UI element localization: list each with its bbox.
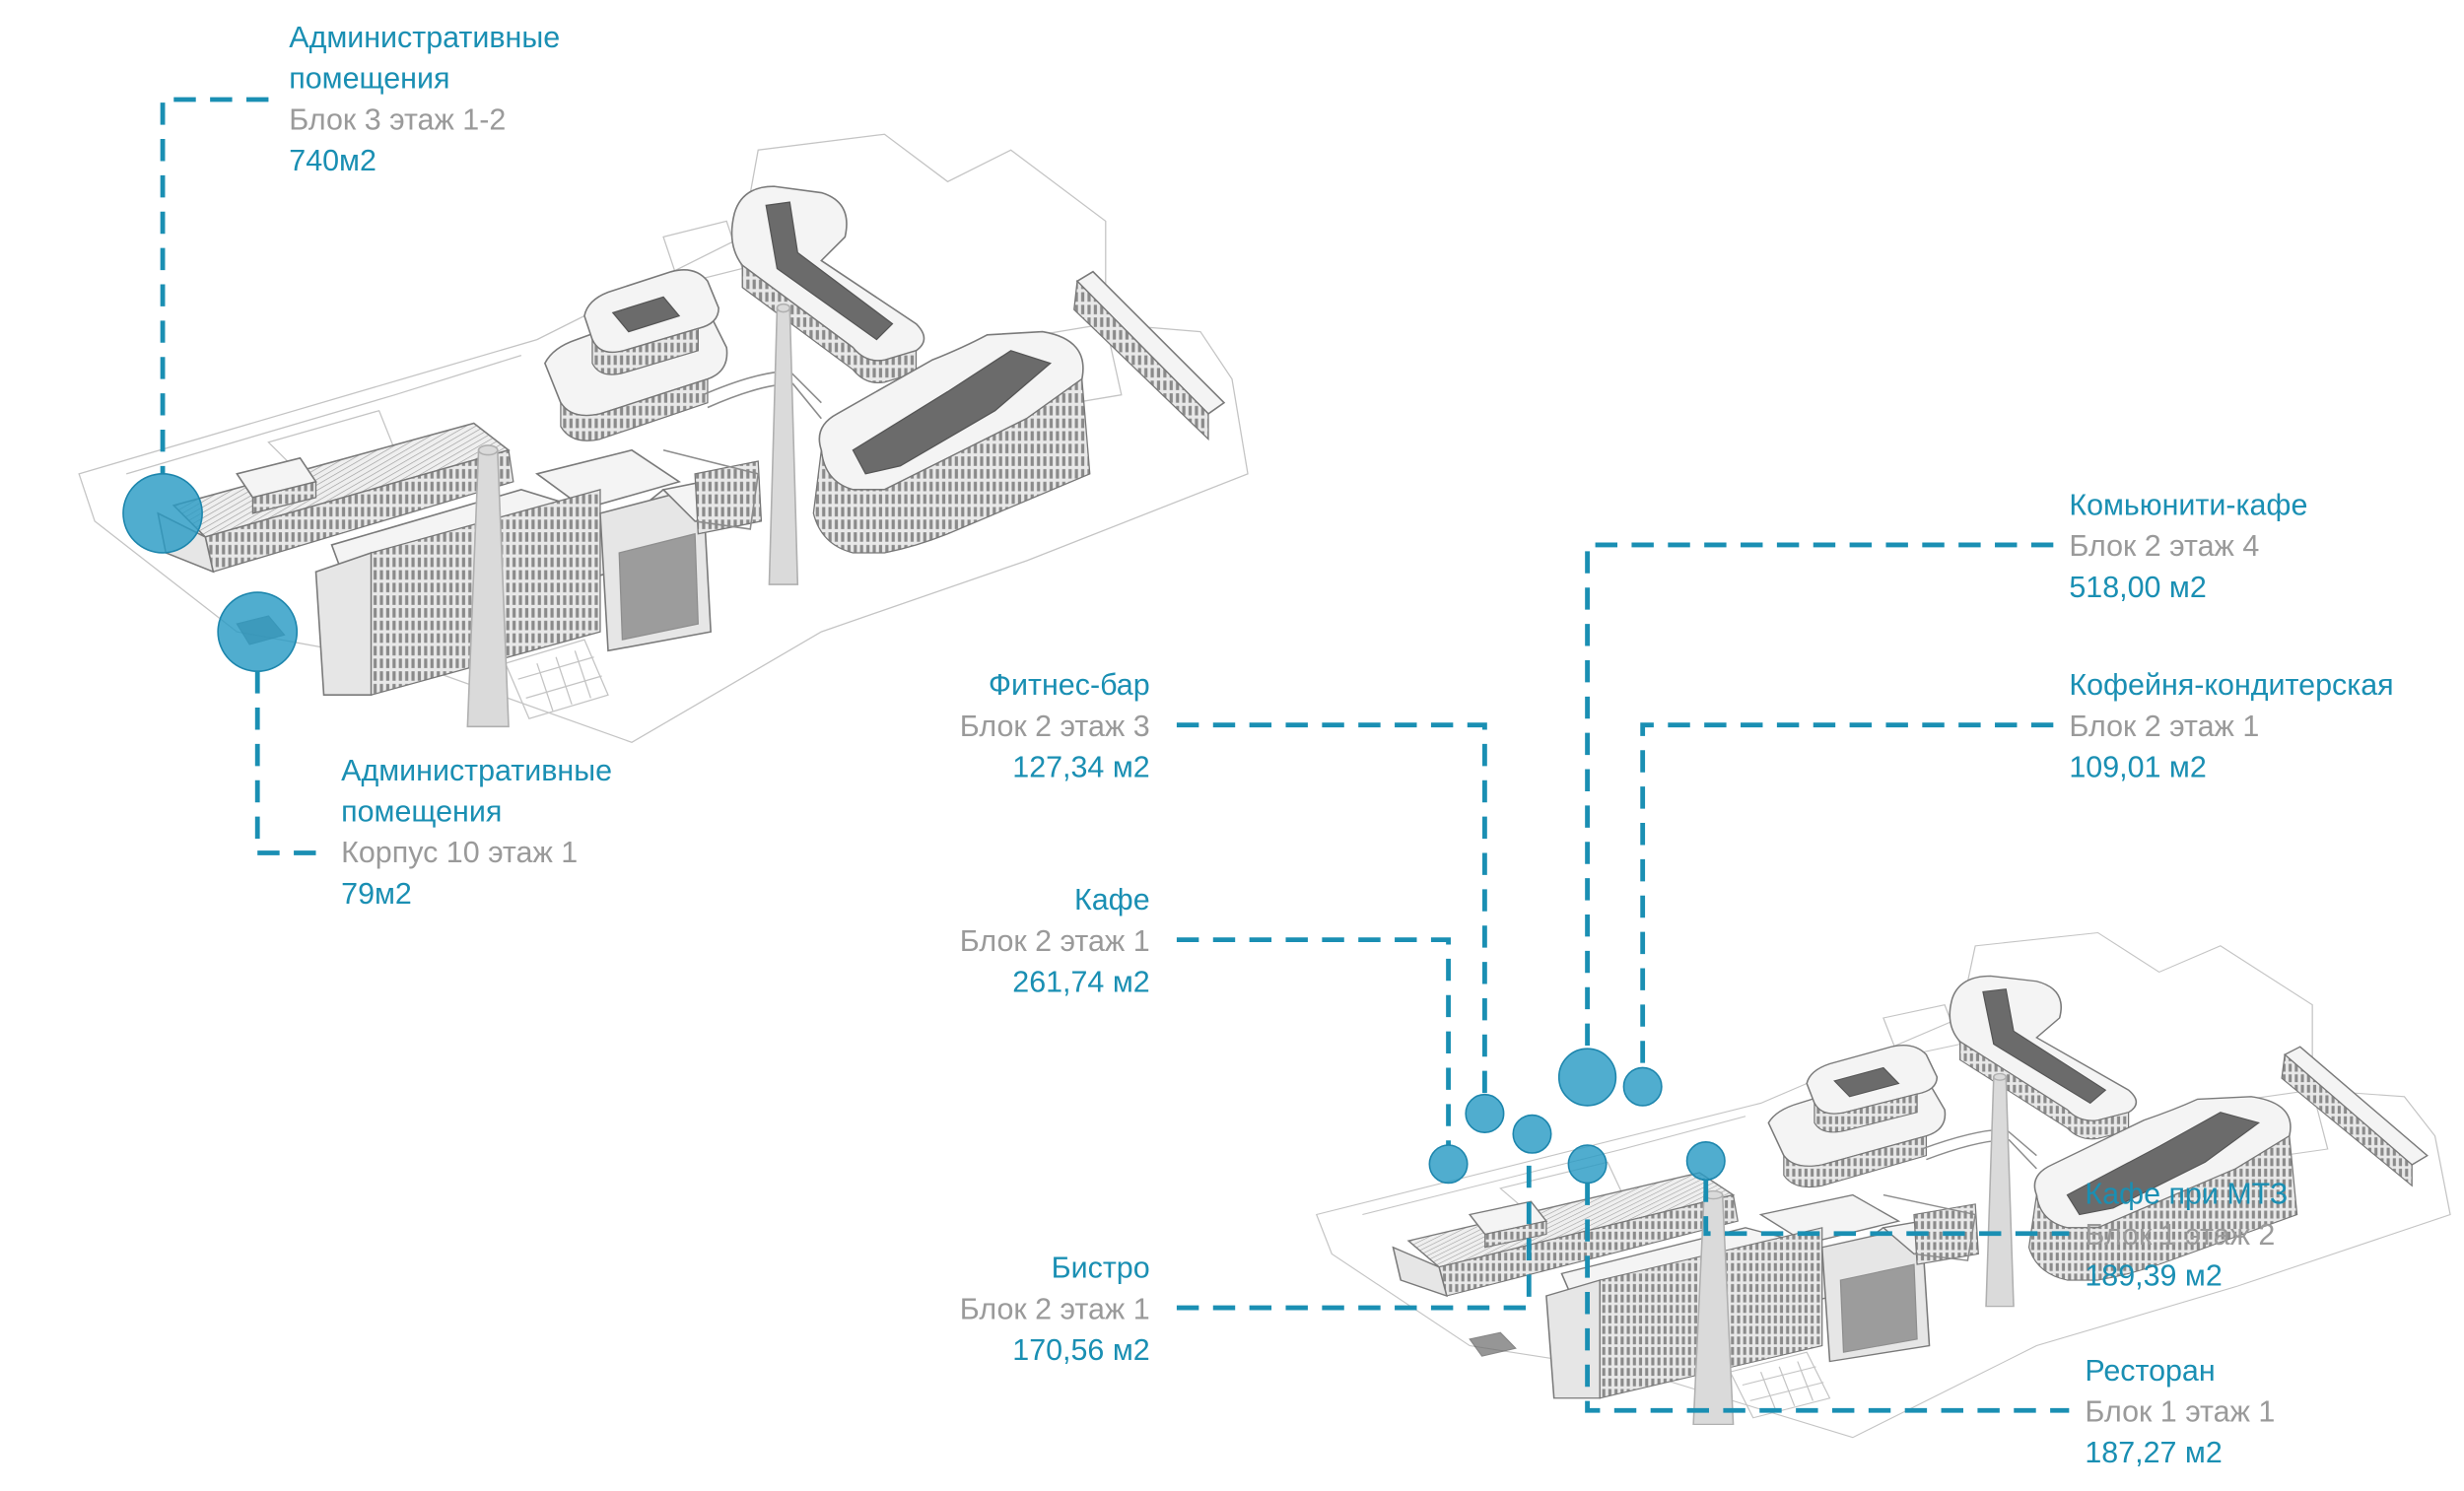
callout-title: Кафе при МТЗ xyxy=(2085,1177,2288,1210)
callout-title: Кофейня-кондитерская xyxy=(2069,668,2393,702)
callout-title: Бистро xyxy=(1052,1252,1150,1285)
callout-area: 79м2 xyxy=(341,877,412,911)
leader-line xyxy=(1176,1153,1532,1311)
callout-area: 109,01 м2 xyxy=(2069,751,2206,784)
callout-area: 170,56 м2 xyxy=(1012,1333,1149,1367)
callout-title: Фитнес-бар xyxy=(989,668,1150,702)
callout-location: Блок 1 этаж 2 xyxy=(2085,1218,2275,1252)
location-marker[interactable] xyxy=(1512,1114,1552,1154)
callout-title: Комьюнити-кафе xyxy=(2069,488,2307,521)
callout-location: Корпус 10 этаж 1 xyxy=(341,836,578,869)
location-marker[interactable] xyxy=(1465,1093,1505,1133)
callout-cafe-mtz[interactable]: Кафе при МТЗ Блок 1 этаж 2 189,39 м2 xyxy=(1685,1140,2289,1293)
callout-fitness-bar[interactable]: Фитнес-бар Блок 2 этаж 3 127,34 м2 xyxy=(960,668,1505,1133)
callout-title: помещения xyxy=(341,794,502,828)
location-marker[interactable] xyxy=(122,473,203,554)
callout-location: Блок 2 этаж 1 xyxy=(960,1292,1150,1325)
leader-line xyxy=(160,97,269,474)
leader-line xyxy=(1176,722,1487,1095)
callout-area: 189,39 м2 xyxy=(2085,1259,2222,1293)
callout-area: 518,00 м2 xyxy=(2069,571,2206,604)
callout-location: Блок 2 этаж 3 xyxy=(960,710,1150,743)
callout-community-cafe[interactable]: Комьюнити-кафе Блок 2 этаж 4 518,00 м2 xyxy=(1557,488,2308,1107)
location-marker[interactable] xyxy=(217,591,299,672)
callout-title: Административные xyxy=(289,21,560,54)
callout-area: 187,27 м2 xyxy=(2085,1436,2222,1469)
callout-title: Административные xyxy=(341,754,612,787)
location-marker[interactable] xyxy=(1685,1140,1726,1182)
callout-location: Блок 3 этаж 1-2 xyxy=(289,102,506,136)
location-marker[interactable] xyxy=(1557,1048,1617,1107)
leader-line xyxy=(1585,542,2054,1050)
callout-admin-block3[interactable]: Административные помещения Блок 3 этаж 1… xyxy=(122,21,560,554)
location-marker[interactable] xyxy=(1622,1066,1663,1107)
callout-cafe[interactable]: Кафе Блок 2 этаж 1 261,74 м2 xyxy=(960,883,1469,1185)
leader-line xyxy=(1176,937,1451,1145)
location-marker[interactable] xyxy=(1428,1144,1469,1185)
location-marker[interactable] xyxy=(1567,1144,1608,1185)
callout-bistro[interactable]: Бистро Блок 2 этаж 1 170,56 м2 xyxy=(960,1114,1552,1367)
callout-title: Кафе xyxy=(1074,883,1150,916)
callout-location: Блок 1 этаж 1 xyxy=(2085,1394,2275,1428)
callout-coffee-confectionery[interactable]: Кофейня-кондитерская Блок 2 этаж 1 109,0… xyxy=(1622,668,2394,1107)
callout-restaurant[interactable]: Ресторан Блок 1 этаж 1 187,27 м2 xyxy=(1567,1144,2275,1469)
callout-area: 127,34 м2 xyxy=(1012,751,1149,784)
callout-title: Ресторан xyxy=(2085,1354,2215,1388)
callout-admin-korpus10[interactable]: Административные помещения Корпус 10 эта… xyxy=(217,591,612,911)
callout-area: 261,74 м2 xyxy=(1012,966,1149,999)
callout-location: Блок 2 этаж 4 xyxy=(2069,529,2259,563)
leader-line xyxy=(1703,1180,2070,1237)
callout-location: Блок 2 этаж 1 xyxy=(960,924,1150,958)
callout-location: Блок 2 этаж 1 xyxy=(2069,710,2259,743)
callout-title: помещения xyxy=(289,62,449,96)
callout-area: 740м2 xyxy=(289,144,376,177)
leader-line xyxy=(1640,722,2054,1068)
leader-line xyxy=(254,671,329,855)
leader-line xyxy=(1585,1183,2070,1413)
